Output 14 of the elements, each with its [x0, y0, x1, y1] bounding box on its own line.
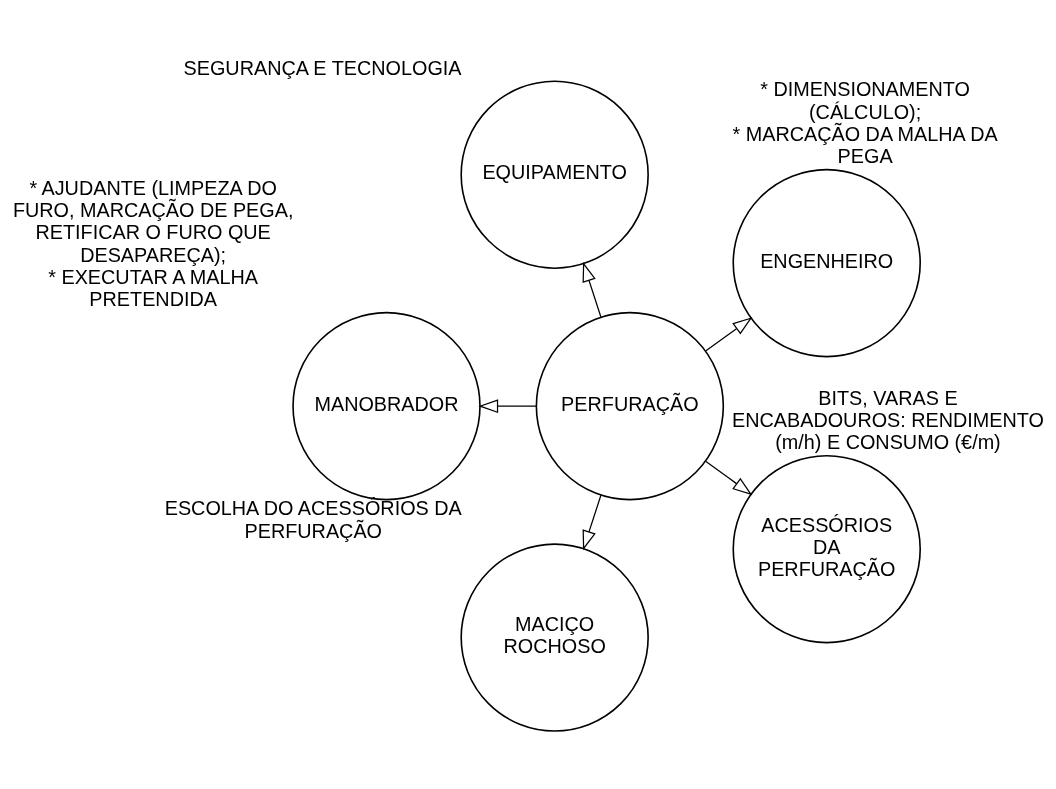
node-label: * AJUDANTE (LIMPEZA DO FURO, MARCAÇÃO DE PEGA, RETIFICAR O FURO QUE DESAPAREÇA); [12, 176, 294, 266]
arrow [478, 398, 537, 413]
node-circle: MACIÇO ROCHOSO [460, 542, 649, 732]
arrow [582, 494, 602, 550]
arrow [705, 316, 753, 351]
arrow [582, 261, 602, 318]
arrow [705, 460, 753, 495]
node-label: * EXECUTAR A MALHA PRETENDIDA [48, 265, 259, 310]
node-label: * DIMENSIONAMENTO (CÁLCULO); [760, 77, 970, 123]
node-circle: PERFURAÇÃO [535, 311, 725, 500]
node-label: * MARCAÇÃO DA MALHA DA PEGA [732, 122, 998, 167]
node-circle: EQUIPAMENTO [460, 79, 649, 269]
node-label: BITS, VARAS E ENCABADOUROS: RENDIMENTO (m/h) E CONSUMO (€/m) [731, 386, 1045, 453]
node-label: SEGURANÇA E TECNOLOGIA [183, 56, 462, 79]
